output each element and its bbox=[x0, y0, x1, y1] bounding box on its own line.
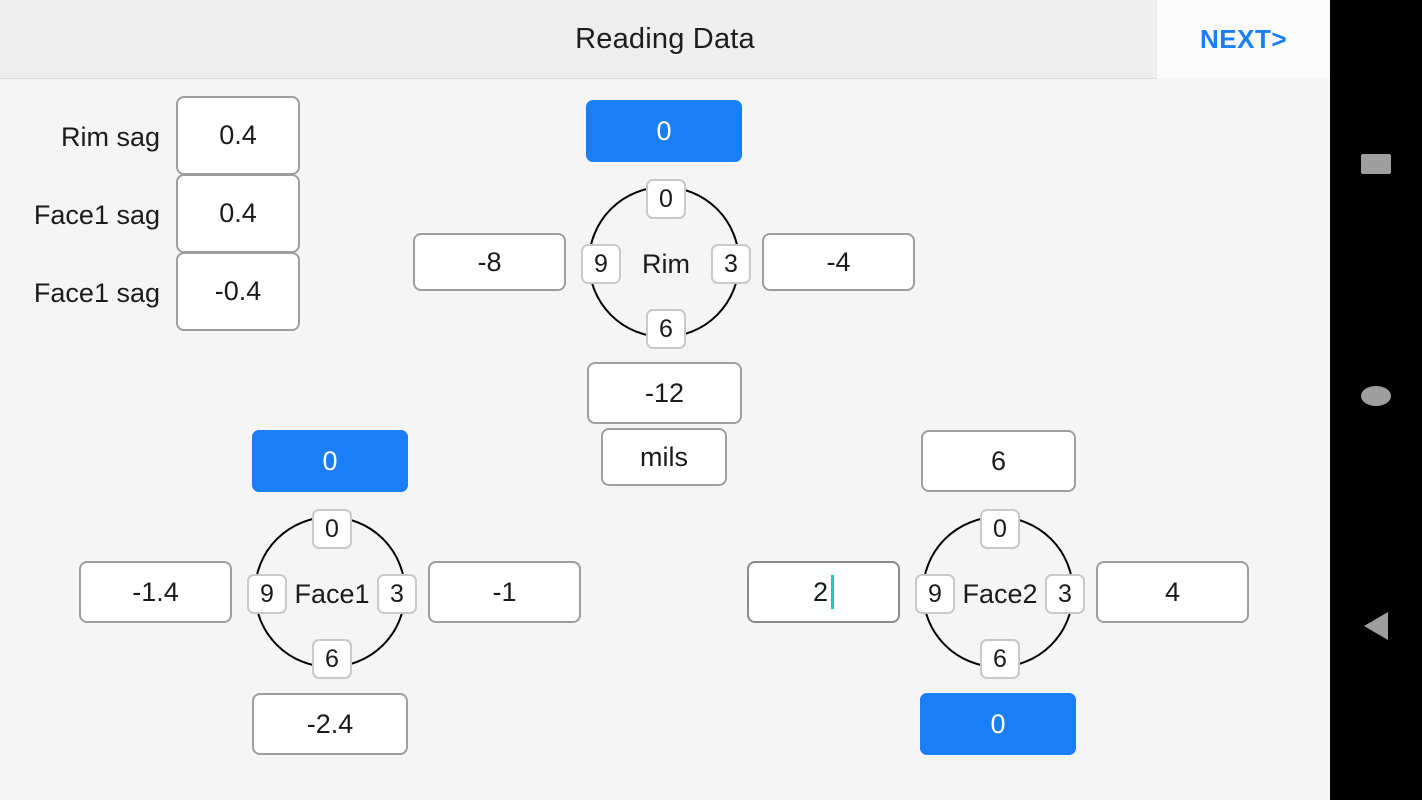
android-navigation-bar bbox=[1330, 0, 1422, 800]
sag-value-2[interactable]: -0.4 bbox=[176, 252, 300, 331]
dial-face2-clock-0[interactable]: 0 bbox=[980, 509, 1020, 549]
face2-reading-top[interactable]: 6 bbox=[921, 430, 1076, 492]
dial-rim-clock-6[interactable]: 6 bbox=[646, 309, 686, 349]
rim-reading-left[interactable]: -8 bbox=[413, 233, 566, 291]
face1-reading-top[interactable]: 0 bbox=[252, 430, 408, 492]
dial-face2-clock-3[interactable]: 3 bbox=[1045, 574, 1085, 614]
recents-square-icon[interactable] bbox=[1361, 154, 1391, 174]
dial-rim[interactable]: Rim 0 3 6 9 bbox=[581, 179, 751, 349]
face2-reading-right[interactable]: 4 bbox=[1096, 561, 1249, 623]
dial-face2-clock-9[interactable]: 9 bbox=[915, 574, 955, 614]
dial-face1-clock-6[interactable]: 6 bbox=[312, 639, 352, 679]
sag-value-1[interactable]: 0.4 bbox=[176, 174, 300, 253]
dial-rim-label: Rim bbox=[642, 248, 690, 279]
rim-reading-bottom[interactable]: -12 bbox=[587, 362, 742, 424]
dial-face2-label: Face2 bbox=[962, 578, 1038, 609]
sag-value-0[interactable]: 0.4 bbox=[176, 96, 300, 175]
dial-face1[interactable]: Face1 0 3 6 9 bbox=[247, 509, 417, 679]
dial-rim-clock-3[interactable]: 3 bbox=[711, 244, 751, 284]
dial-face2[interactable]: Face2 0 3 6 9 bbox=[915, 509, 1085, 679]
dial-rim-clock-9[interactable]: 9 bbox=[581, 244, 621, 284]
face2-reading-left-value: 2 bbox=[812, 576, 829, 607]
sag-label-0: Rim sag bbox=[60, 122, 160, 152]
rim-reading-top[interactable]: 0 bbox=[586, 100, 742, 162]
back-triangle-icon[interactable] bbox=[1364, 612, 1388, 640]
dial-face2-clock-6[interactable]: 6 bbox=[980, 639, 1020, 679]
unit-field[interactable]: mils bbox=[601, 428, 727, 486]
app-header: Reading Data NEXT> bbox=[0, 0, 1330, 79]
face2-reading-bottom[interactable]: 0 bbox=[920, 693, 1076, 755]
sag-label-2: Face1 sag bbox=[33, 278, 160, 308]
dial-rim-clock-0[interactable]: 0 bbox=[646, 179, 686, 219]
home-circle-icon[interactable] bbox=[1361, 386, 1391, 406]
text-cursor bbox=[831, 575, 835, 609]
face1-reading-left[interactable]: -1.4 bbox=[79, 561, 232, 623]
rim-reading-right[interactable]: -4 bbox=[762, 233, 915, 291]
next-button-label: NEXT> bbox=[1199, 24, 1288, 54]
next-button[interactable]: NEXT> bbox=[1157, 0, 1330, 79]
face2-reading-left[interactable]: 2 bbox=[747, 561, 900, 623]
dial-face1-clock-0[interactable]: 0 bbox=[312, 509, 352, 549]
dial-face1-label: Face1 bbox=[294, 578, 370, 609]
sag-label-1: Face1 sag bbox=[33, 200, 160, 230]
dial-face1-clock-9[interactable]: 9 bbox=[247, 574, 287, 614]
dial-face1-clock-3[interactable]: 3 bbox=[377, 574, 417, 614]
face1-reading-right[interactable]: -1 bbox=[428, 561, 581, 623]
face1-reading-bottom[interactable]: -2.4 bbox=[252, 693, 408, 755]
page-title: Reading Data bbox=[575, 23, 755, 55]
